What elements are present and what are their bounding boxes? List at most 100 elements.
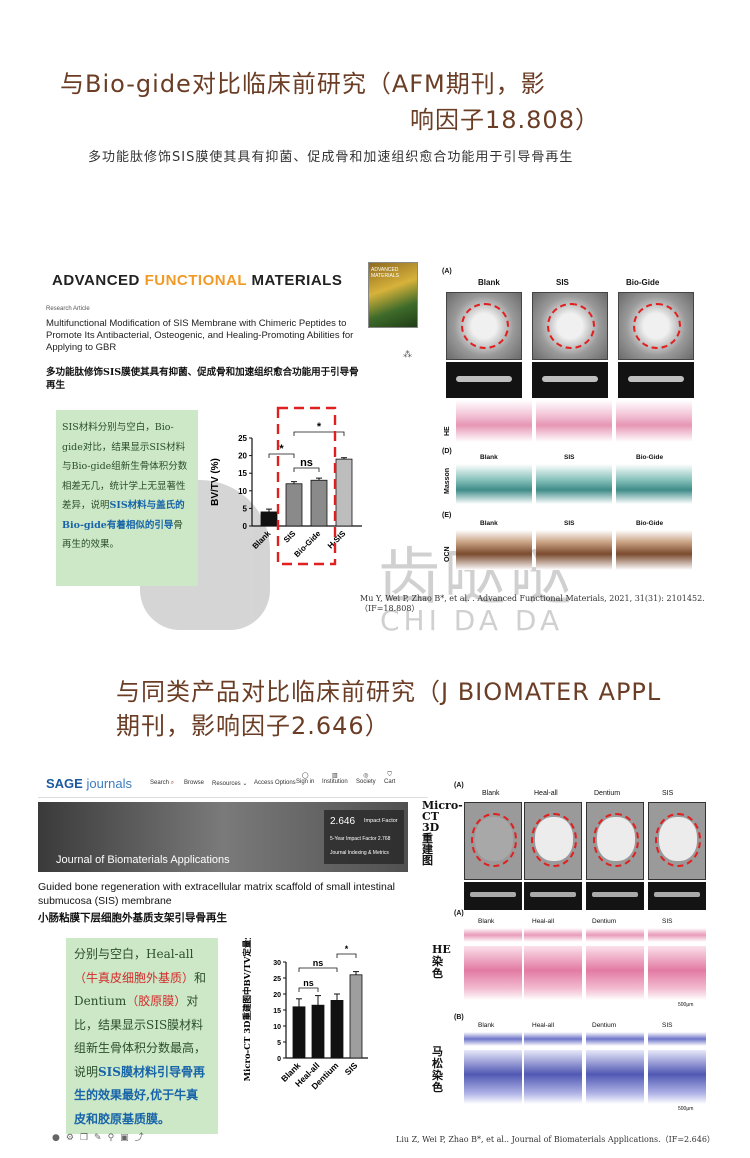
bar-sis	[349, 974, 363, 1059]
impact-5yr: 5-Year Impact Factor 2.768	[330, 836, 391, 842]
bone-shape	[654, 892, 700, 897]
nav-society[interactable]: ◎Society	[356, 772, 376, 785]
section2-title: 与同类产品对比临床前研究（J BIOMATER APPL	[116, 678, 662, 706]
defect-ring	[633, 303, 681, 349]
fig-label-e: (E)	[442, 512, 452, 519]
y-axis-label: Micro-CT 3D重建图中BV/TV定量分析	[242, 938, 253, 1081]
sage-logo-a: SAGE	[46, 776, 83, 791]
significance-bracket	[336, 953, 357, 958]
note2-highlight: SIS膜材料引导骨再生的效果最好,优于牛真皮和胶原基质膜。	[74, 1064, 205, 1126]
ct-section-blank	[446, 362, 522, 398]
bar-blank	[292, 1006, 306, 1059]
col-blank-e: Blank	[480, 520, 498, 527]
bone-shape	[542, 376, 598, 382]
x-tick-label: Blank	[251, 529, 273, 551]
institution-icon: ▥	[332, 773, 338, 779]
col2b-blank: Blank	[478, 918, 495, 925]
image-icon[interactable]: ▣	[120, 1133, 135, 1143]
sage-navbar: SAGE journals Search ⌕ Browse Resources …	[38, 768, 428, 798]
significance-label: *	[317, 421, 322, 433]
circle-icon[interactable]: ●	[52, 1133, 66, 1143]
share-icon[interactable]: ⁂	[403, 350, 412, 360]
note-box-1: SIS材料分别与空白，Bio-gide对比，结果显示SIS材料与Bio-gide…	[56, 410, 198, 586]
cart-icon: ⛉	[387, 772, 392, 778]
cover-text: ADVANCED MATERIALS	[371, 267, 399, 279]
impact-value: 2.646	[330, 816, 356, 827]
note1-highlight: SIS材料与盖氏的Bio-gide有着相似的引导	[62, 500, 185, 531]
journal-logo-c: MATERIALS	[251, 272, 343, 289]
watermark-en: CHI DA DA	[380, 604, 564, 637]
paper-card-jba: SAGE journals Search ⌕ Browse Resources …	[38, 768, 428, 928]
defect-ring	[547, 303, 595, 349]
ct-section-sis	[532, 362, 608, 398]
ms2-zoom-blank	[464, 1050, 522, 1104]
nav-institution-label: Institution	[322, 779, 348, 785]
nav-signin-label: Sign in	[296, 779, 315, 785]
he-image-sis	[536, 400, 612, 442]
he2-overview-blank	[464, 928, 522, 942]
section1-subtitle: 多功能肽修饰SIS膜使其具有抑菌、促成骨和加速组织愈合功能用于引导骨再生	[88, 150, 574, 165]
nav-browse[interactable]: Browse	[184, 780, 205, 786]
nav-society-label: Society	[356, 779, 376, 785]
col2b-dentium: Dentium	[592, 918, 617, 925]
col2-blank: Blank	[482, 790, 500, 797]
significance-label: *	[345, 944, 349, 954]
col2c-blank: Blank	[478, 1022, 495, 1029]
ct2-image-dentium	[586, 802, 644, 880]
link-icon[interactable]: ⚲	[107, 1133, 121, 1143]
copy-icon[interactable]: ❐	[79, 1133, 95, 1143]
significance-bracket	[293, 431, 345, 436]
fig-label-d: (D)	[442, 448, 452, 455]
journal-banner: Journal of Biomaterials Applications 2.6…	[38, 802, 408, 872]
bone-shape	[592, 892, 638, 897]
settings-icon[interactable]: ⚙	[65, 1133, 80, 1143]
nav-cart-label: Cart	[384, 779, 396, 785]
x-tick-label: Bio-Gide	[292, 529, 322, 559]
nav-access[interactable]: Access Options	[254, 780, 296, 786]
y-tick-label: 0	[277, 1056, 281, 1063]
y-tick-label: 0	[243, 522, 248, 531]
bone-shape	[456, 376, 512, 382]
significance-bracket	[293, 467, 320, 472]
ct-image-biogide	[618, 292, 694, 360]
bar-bio-gide	[310, 479, 328, 527]
edit-icon[interactable]: ✎	[94, 1133, 108, 1143]
journal-ranking-link[interactable]: Journal Indexing & Metrics	[330, 850, 389, 856]
significance-label: *	[279, 443, 284, 455]
he2-zoom-dentium	[586, 946, 644, 1000]
bar-blank	[260, 511, 278, 527]
col2-dentium: Dentium	[594, 790, 621, 797]
col-sis: SIS	[556, 278, 569, 287]
nav-search[interactable]: Search ⌕	[150, 780, 174, 787]
row-label-he: HE	[444, 426, 451, 436]
y-tick-label: 30	[273, 960, 281, 967]
share-icon[interactable]: ⤴	[134, 1133, 150, 1143]
note2-red-1: （牛真皮细胞外基质）	[74, 970, 195, 985]
significance-bracket	[298, 967, 338, 972]
ct2-image-healall	[524, 802, 582, 880]
masson-image-sis	[536, 464, 612, 504]
y-tick-label: 20	[273, 992, 281, 999]
sage-logo[interactable]: SAGE journals	[46, 776, 132, 791]
nav-resources[interactable]: Resources ⌄	[212, 780, 247, 787]
ct2-section-sis	[648, 882, 706, 910]
masson-image-blank	[456, 464, 532, 504]
col-biogide-d: Bio-Gide	[636, 454, 664, 461]
col-sis-d: SIS	[564, 454, 575, 461]
ms2-overview-healall	[524, 1032, 582, 1046]
he2-overview-healall	[524, 928, 582, 942]
he2-overview-dentium	[586, 928, 644, 942]
y-tick-label: 15	[273, 1008, 281, 1015]
col-blank-d: Blank	[480, 454, 498, 461]
ms2-zoom-healall	[524, 1050, 582, 1104]
ms2-zoom-dentium	[586, 1050, 644, 1104]
impact-factor-box: 2.646 Impact Factor 5-Year Impact Factor…	[324, 810, 404, 864]
row2-label-ct: Micro-CT 3D重建图	[422, 799, 463, 867]
section1-title: 与Bio-gide对比临床前研究（AFM期刊，影	[60, 70, 546, 98]
y-tick-label: 25	[238, 434, 247, 443]
he2-overview-sis	[648, 928, 706, 942]
nav-institution[interactable]: ▥Institution	[322, 772, 348, 785]
nav-cart[interactable]: ⛉Cart	[384, 772, 395, 785]
nav-signin[interactable]: ◯Sign in	[296, 772, 314, 785]
ms2-overview-sis	[648, 1032, 706, 1046]
